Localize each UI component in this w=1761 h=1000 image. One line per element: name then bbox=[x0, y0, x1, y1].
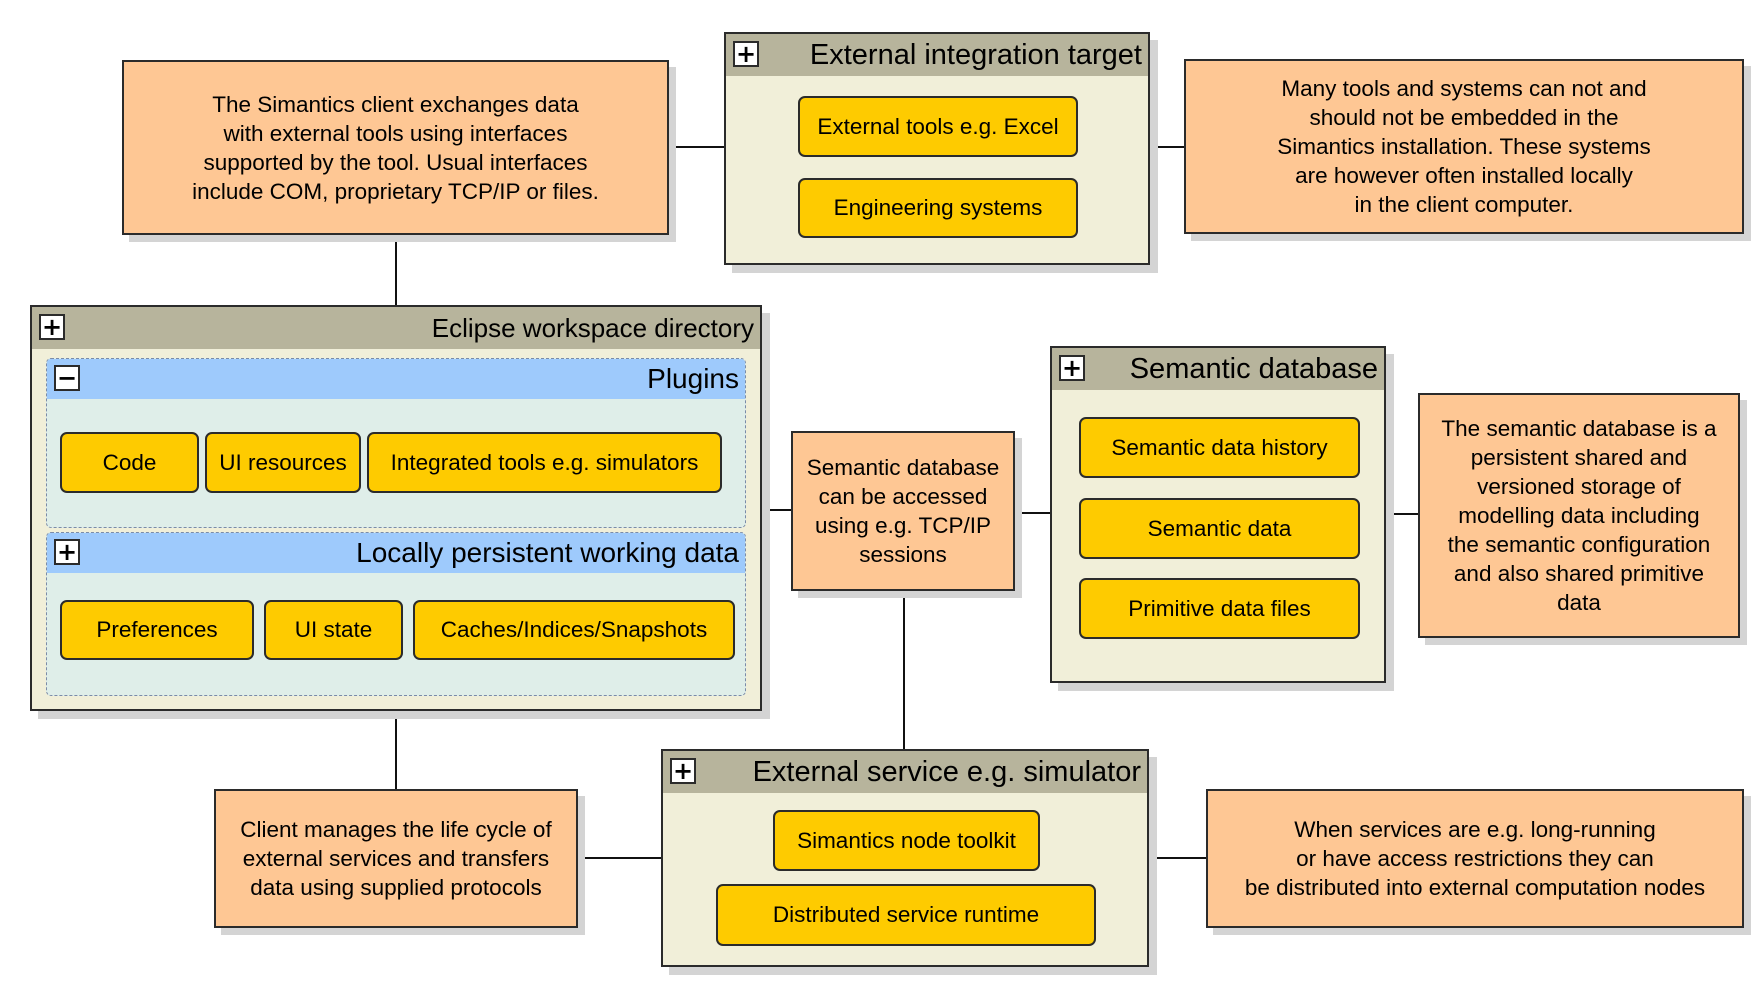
subgroup-locally-persistent-working-data: + Locally persistent working data Prefer… bbox=[46, 532, 746, 696]
group-header: + Semantic database bbox=[1052, 348, 1384, 390]
collapse-toggle-icon[interactable]: − bbox=[54, 365, 80, 391]
item-preferences: Preferences bbox=[60, 600, 254, 660]
subgroup-plugins: − Plugins Code UI resources Integrated t… bbox=[46, 358, 746, 528]
item-code: Code bbox=[60, 432, 199, 493]
expand-toggle-icon[interactable]: + bbox=[54, 539, 80, 565]
item-engineering-systems: Engineering systems bbox=[798, 178, 1078, 238]
item-distributed-service-runtime: Distributed service runtime bbox=[716, 884, 1096, 946]
expand-toggle-icon[interactable]: + bbox=[39, 314, 65, 340]
item-semantic-data-history: Semantic data history bbox=[1079, 417, 1360, 478]
group-external-service: + External service e.g. simulator Simant… bbox=[661, 749, 1149, 967]
item-caches-indices-snapshots: Caches/Indices/Snapshots bbox=[413, 600, 735, 660]
item-external-tools: External tools e.g. Excel bbox=[798, 96, 1078, 157]
item-ui-state: UI state bbox=[264, 600, 403, 660]
item-semantic-data: Semantic data bbox=[1079, 498, 1360, 559]
group-header: + External integration target bbox=[726, 34, 1148, 76]
item-simantics-node-toolkit: Simantics node toolkit bbox=[773, 810, 1040, 871]
expand-toggle-icon[interactable]: + bbox=[733, 41, 759, 67]
subgroup-header: − Plugins bbox=[47, 359, 745, 399]
group-semantic-database: + Semantic database Semantic data histor… bbox=[1050, 346, 1386, 683]
note-client-lifecycle: Client manages the life cycle of externa… bbox=[214, 789, 578, 928]
item-primitive-data-files: Primitive data files bbox=[1079, 578, 1360, 639]
note-simantics-client: The Simantics client exchanges data with… bbox=[122, 60, 669, 235]
group-title: External integration target bbox=[809, 38, 1142, 71]
group-eclipse-workspace-directory: + Eclipse workspace directory − Plugins … bbox=[30, 305, 762, 711]
note-services-distributed: When services are e.g. long-running or h… bbox=[1206, 789, 1744, 928]
group-header: + Eclipse workspace directory bbox=[32, 307, 760, 349]
group-title: Eclipse workspace directory bbox=[431, 312, 754, 343]
note-tools-systems: Many tools and systems can not and shoul… bbox=[1184, 59, 1744, 234]
subgroup-header: + Locally persistent working data bbox=[47, 533, 745, 573]
subgroup-title: Locally persistent working data bbox=[356, 537, 739, 568]
note-db-description: The semantic database is a persistent sh… bbox=[1418, 393, 1740, 638]
group-title: External service e.g. simulator bbox=[752, 755, 1141, 788]
expand-toggle-icon[interactable]: + bbox=[1059, 355, 1085, 381]
group-title: Semantic database bbox=[1129, 352, 1378, 385]
item-ui-resources: UI resources bbox=[205, 432, 361, 493]
subgroup-title: Plugins bbox=[647, 363, 739, 394]
group-header: + External service e.g. simulator bbox=[663, 751, 1147, 793]
group-external-integration-target: + External integration target External t… bbox=[724, 32, 1150, 265]
expand-toggle-icon[interactable]: + bbox=[670, 758, 696, 784]
item-integrated-tools: Integrated tools e.g. simulators bbox=[367, 432, 722, 493]
note-db-access: Semantic database can be accessed using … bbox=[791, 431, 1015, 591]
